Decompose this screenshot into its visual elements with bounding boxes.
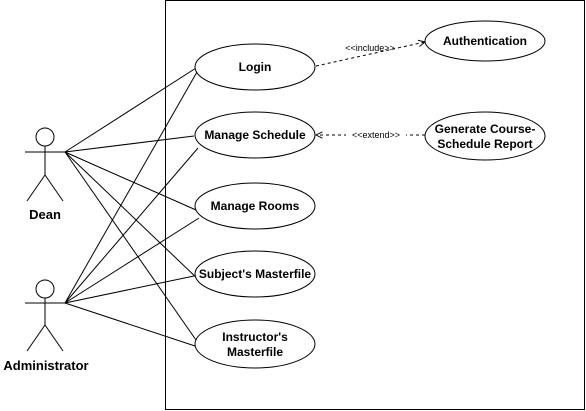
use-case-generate-report-label-2: Schedule Report xyxy=(437,137,532,151)
use-case-login: Login xyxy=(194,43,316,91)
dean-associations xyxy=(64,67,202,341)
actor-dean-label: Dean xyxy=(29,207,61,222)
assoc-admin-instructors-masterfile xyxy=(64,302,196,347)
use-case-subjects-masterfile: Subject's Masterfile xyxy=(194,250,316,298)
assoc-dean-manage-rooms xyxy=(64,151,197,211)
extend-label: <<extend>> xyxy=(352,130,400,140)
assoc-dean-login xyxy=(64,67,197,153)
use-case-instructors-masterfile-label-2: Masterfile xyxy=(227,345,283,359)
assoc-dean-instructors-masterfile xyxy=(64,151,197,341)
use-case-generate-report: Generate Course- Schedule Report xyxy=(424,111,546,161)
administrator-associations xyxy=(64,71,200,347)
use-case-instructors-masterfile: Instructor's Masterfile xyxy=(194,319,316,369)
use-case-login-label: Login xyxy=(239,60,272,74)
actor-dean xyxy=(25,127,65,202)
assoc-admin-manage-rooms xyxy=(64,217,200,304)
use-case-instructors-masterfile-label-1: Instructor's xyxy=(222,330,288,344)
use-case-manage-schedule-label: Manage Schedule xyxy=(204,128,306,142)
assoc-admin-manage-schedule xyxy=(64,147,199,304)
include-arrow xyxy=(315,42,425,67)
use-case-manage-rooms: Manage Rooms xyxy=(194,182,316,230)
use-case-manage-schedule: Manage Schedule xyxy=(194,111,316,159)
use-case-manage-rooms-label: Manage Rooms xyxy=(211,199,300,213)
actor-administrator-label: Administrator xyxy=(3,358,88,373)
actor-dean-head xyxy=(35,127,55,147)
assoc-dean-subjects-masterfile xyxy=(64,151,202,283)
include-label: <<include>> xyxy=(345,43,395,53)
use-case-subjects-masterfile-label: Subject's Masterfile xyxy=(199,267,312,281)
assoc-admin-login xyxy=(64,71,198,304)
actor-administrator xyxy=(25,279,65,352)
use-case-authentication: Authentication xyxy=(424,20,546,62)
actor-administrator-head xyxy=(35,279,55,299)
use-case-generate-report-label-1: Generate Course- xyxy=(435,122,536,136)
use-case-authentication-label: Authentication xyxy=(443,34,527,48)
assoc-dean-manage-schedule xyxy=(64,135,195,153)
assoc-admin-subjects-masterfile xyxy=(64,275,195,304)
